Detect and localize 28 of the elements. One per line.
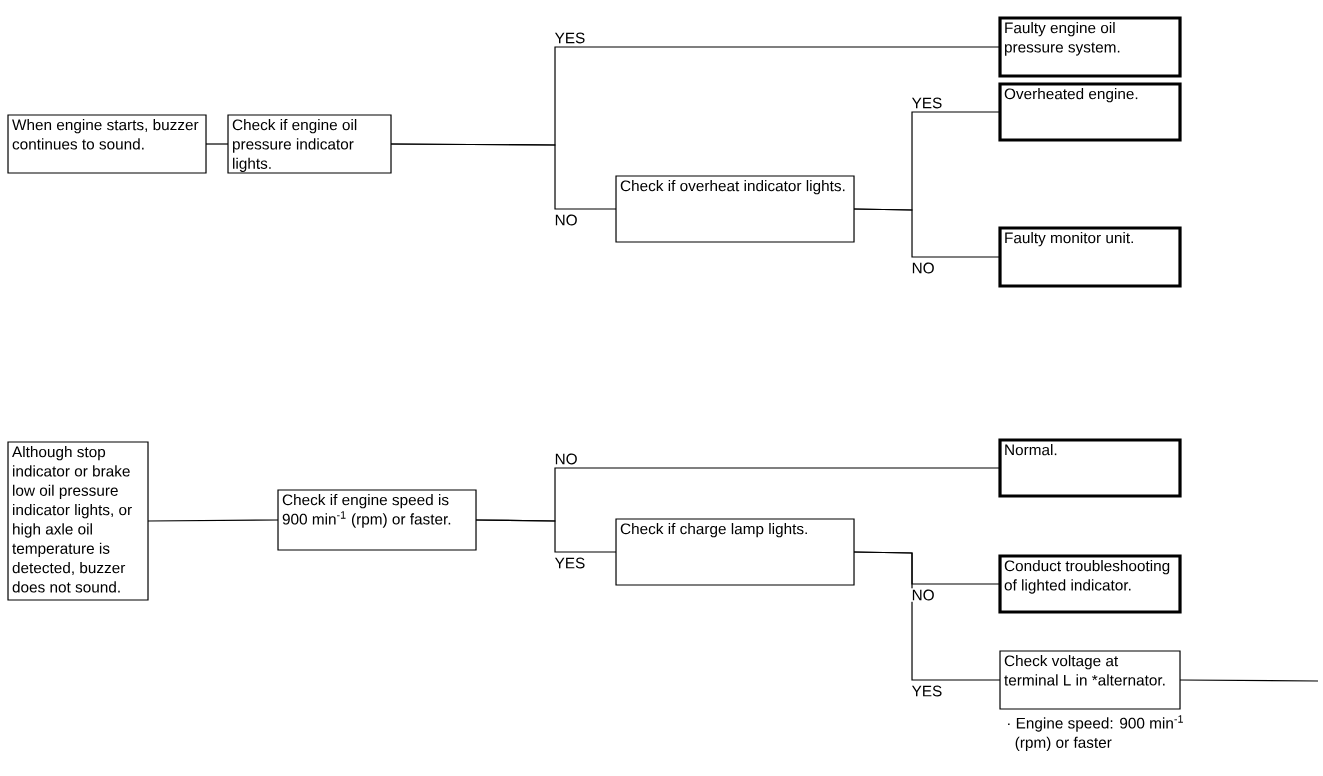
edge-label: NO xyxy=(910,261,936,275)
connector-line xyxy=(147,519,279,522)
connector-line xyxy=(853,551,1001,681)
step-box: When engine starts, buzzer continues to sound. xyxy=(7,114,207,174)
connector-line xyxy=(475,519,617,553)
result-box: Normal. xyxy=(998,438,1182,498)
result-box: Conduct troubleshooting of lighted indicator. xyxy=(998,554,1182,614)
connector-line xyxy=(205,143,229,145)
result-box: Faulty monitor unit. xyxy=(998,226,1182,288)
edge-label: NO xyxy=(553,452,579,466)
result-box: Overheated engine. xyxy=(998,82,1182,142)
edge-label: YES xyxy=(910,684,944,698)
step-box: Check if overheat indicator lights. xyxy=(615,175,855,243)
step-box: Check if engine speed is 900 min$^{-1}$ (rpm) or faster. xyxy=(277,489,477,551)
edge-label: NO xyxy=(553,213,579,227)
connector-line xyxy=(1179,679,1319,682)
edge-label: NO xyxy=(910,588,936,602)
edge-label: YES xyxy=(553,556,587,570)
edge-label: YES xyxy=(910,96,944,110)
step-box: Check if charge lamp lights. xyxy=(615,518,855,586)
note-text: · Engine speed: 900 min$^{-1}$ (rpm) or faster xyxy=(1008,715,1183,751)
connector-line xyxy=(390,143,617,210)
result-box: Faulty engine oil pressure system. xyxy=(998,16,1182,78)
step-box: Although stop indicator or brake low oil pressure indicator lights, or high axle oil temperature is detected, buzzer does not sound. xyxy=(7,441,149,601)
step-box: Check if engine oil pressure indicator lights. xyxy=(227,114,392,174)
connector-line xyxy=(853,208,1001,258)
step-box: Check voltage at terminal L in *alternator. xyxy=(999,650,1181,710)
edge-label: YES xyxy=(553,31,587,45)
